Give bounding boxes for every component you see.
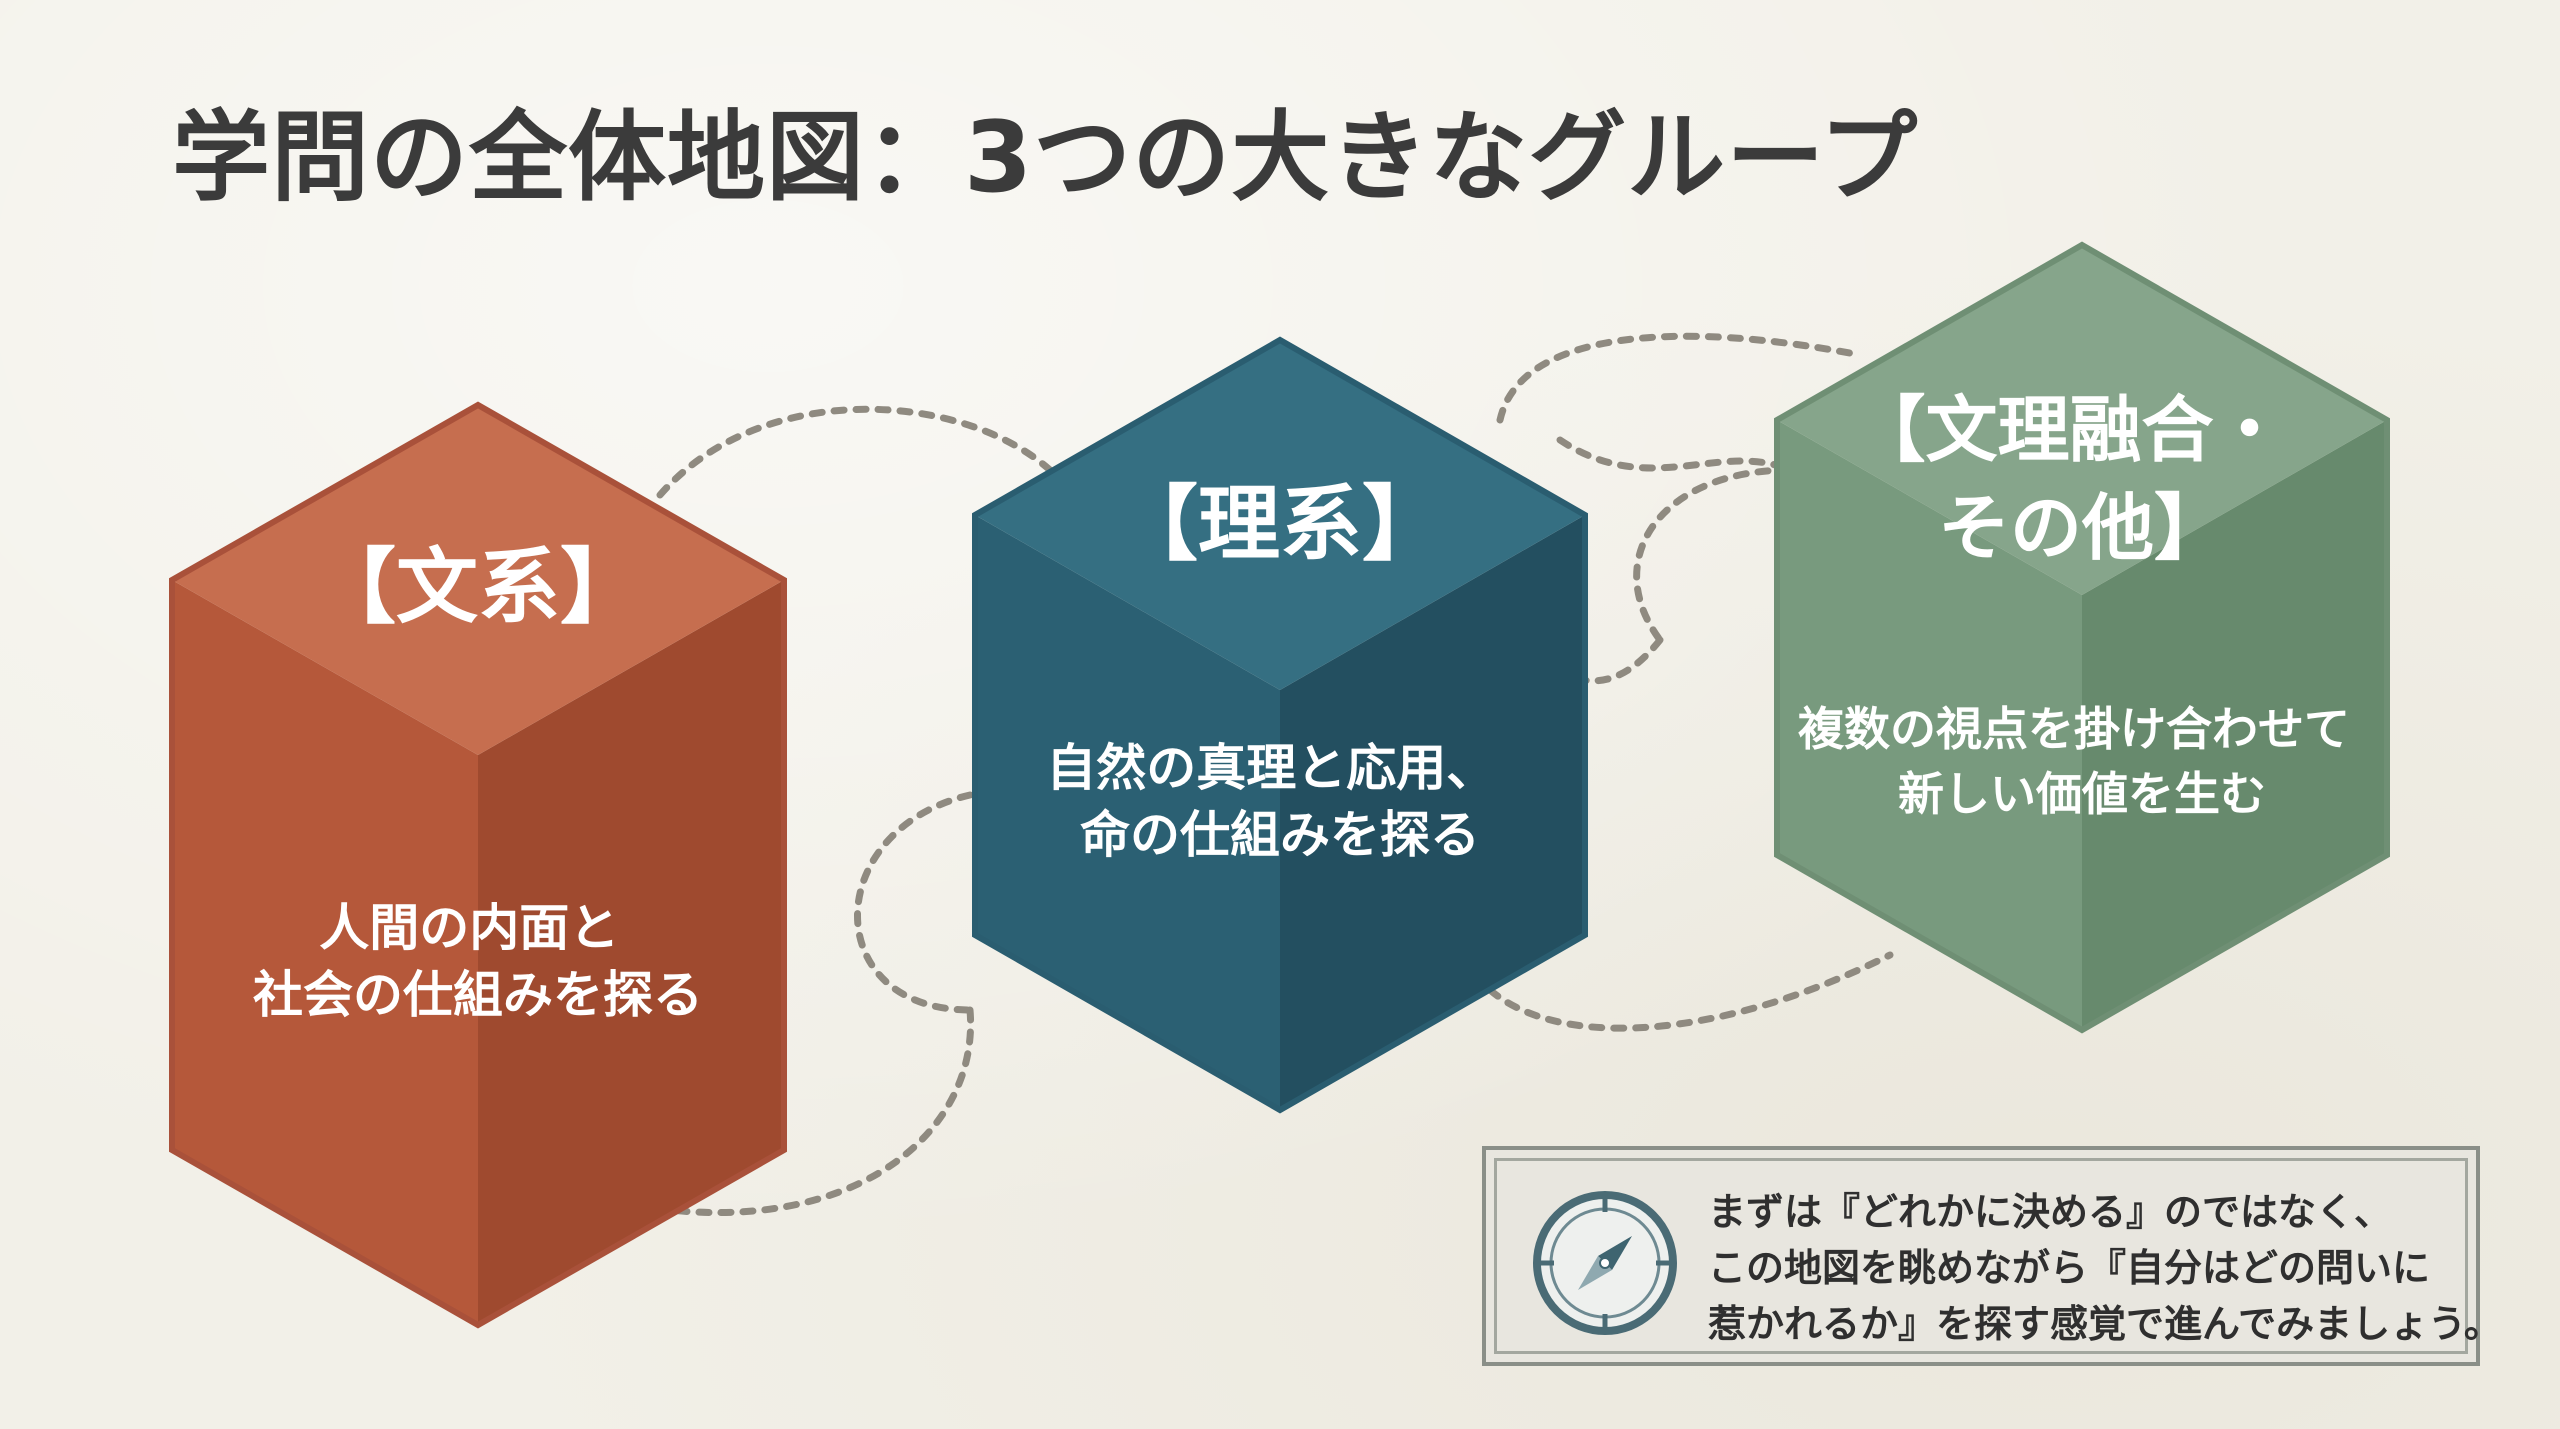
note-box: まずは『どれかに決める』のではなく、 この地図を眺めながら『自分はどの問いに 惹…: [1482, 1146, 2502, 1366]
cube-humanities-left-face: [172, 580, 478, 1325]
cube-sciences-outline: [972, 336, 1588, 1114]
cube-sciences-right-face: [1280, 515, 1585, 1110]
cube-interdisciplinary-outline: [1774, 241, 2390, 1034]
cube-sciences-desc-line-1: 自然の真理と応用、: [1046, 739, 1496, 797]
compass-icon: [1533, 1191, 1677, 1335]
note-line-3: 惹かれるか』を探す感覚で進んでみましょう。: [1708, 1302, 2502, 1346]
page-title: 学問の全体地図：3つの大きなグループ: [172, 101, 1919, 215]
cube-humanities-description: 人間の内面と 社会の仕組みを探る: [253, 899, 703, 1024]
cube-sciences-heading-line: 【理系】: [1116, 477, 1444, 572]
cube-humanities: 【文系】 人間の内面と 社会の仕組みを探る: [169, 401, 787, 1329]
note-line-2: この地図を眺めながら『自分はどの問いに: [1708, 1246, 2431, 1290]
cube-interdisciplinary-desc-line-1: 複数の視点を掛け合わせて: [1798, 702, 2350, 756]
cube-humanities-outline: [169, 401, 787, 1329]
cube-sciences-heading: 【理系】: [1116, 477, 1444, 572]
dotted-path-5: [1556, 436, 1794, 474]
cube-sciences-description: 自然の真理と応用、 命の仕組みを探る: [1046, 739, 1513, 864]
note-text: まずは『どれかに決める』のではなく、 この地図を眺めながら『自分はどの問いに 惹…: [1708, 1184, 2502, 1352]
dotted-path-1: [656, 405, 1054, 499]
cube-interdisciplinary-heading-line-1: 【文理融合・: [1853, 388, 2285, 472]
cube-sciences-desc-line-2: 命の仕組みを探る: [1080, 806, 1480, 864]
cube-humanities-right-face: [478, 580, 784, 1325]
cube-interdisciplinary-heading: 【文理融合・ その他】: [1853, 388, 2310, 570]
cube-sciences-left-face: [975, 515, 1280, 1110]
cube-interdisciplinary-heading-line-2: その他】: [1938, 486, 2226, 570]
cube-interdisciplinary-left-face: [1777, 420, 2082, 1030]
cube-interdisciplinary-description: 複数の視点を掛け合わせて 新しい価値を生む: [1798, 702, 2366, 821]
dotted-path-7: [1576, 636, 1664, 685]
cube-sciences: 【理系】 自然の真理と応用、 命の仕組みを探る: [972, 336, 1588, 1114]
cube-humanities-heading: 【文系】: [314, 540, 642, 635]
dotted-paths: [656, 332, 1894, 1217]
cube-interdisciplinary-right-face: [2082, 420, 2387, 1030]
cube-humanities-desc-line-1: 人間の内面と: [319, 899, 619, 957]
cube-humanities-desc-line-2: 社会の仕組みを探る: [253, 966, 703, 1024]
cube-interdisciplinary-desc-line-2: 新しい価値を生む: [1898, 767, 2266, 821]
cube-humanities-heading-line: 【文系】: [314, 540, 642, 635]
dotted-path-4: [1496, 332, 1864, 424]
dotted-path-6: [1633, 466, 1794, 644]
dotted-path-2: [854, 791, 974, 1014]
dotted-path-3: [666, 1006, 975, 1217]
cube-interdisciplinary: 【文理融合・ その他】 複数の視点を掛け合わせて 新しい価値を生む: [1774, 241, 2390, 1034]
dotted-path-8: [1486, 951, 1894, 1032]
note-line-1: まずは『どれかに決める』のではなく、: [1708, 1190, 2393, 1234]
